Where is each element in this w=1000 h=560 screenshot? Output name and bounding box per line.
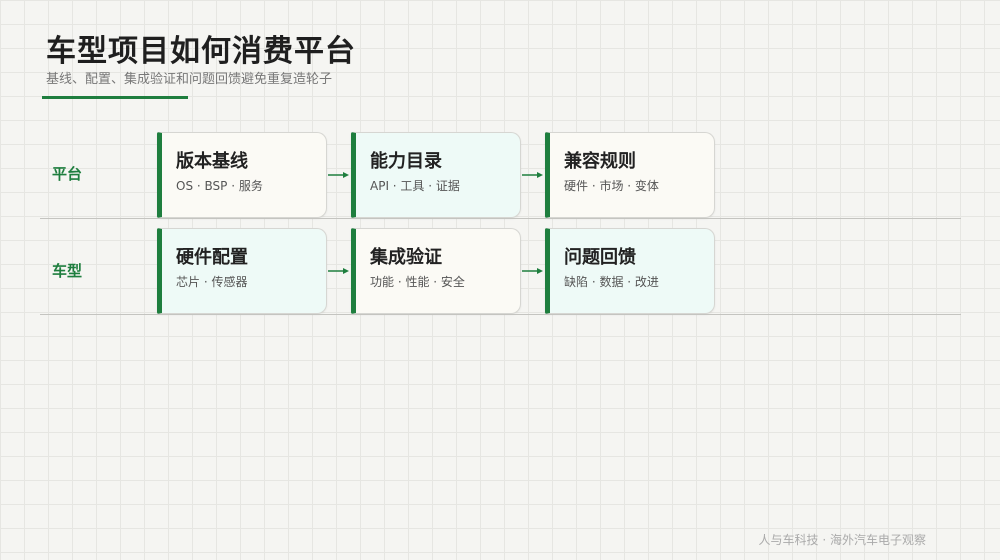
row-divider — [40, 218, 961, 219]
card-subtitle: 缺陷 · 数据 · 改进 — [564, 275, 659, 289]
card-version-baseline: 版本基线 OS · BSP · 服务 — [157, 132, 327, 218]
card-integration-validation: 集成验证 功能 · 性能 · 安全 — [351, 228, 521, 314]
arrow-right-icon — [328, 268, 349, 274]
page-subtitle: 基线、配置、集成验证和问题回馈避免重复造轮子 — [46, 72, 333, 87]
title-accent-line — [42, 96, 188, 99]
card-subtitle: OS · BSP · 服务 — [176, 179, 263, 193]
card-subtitle: 硬件 · 市场 · 变体 — [564, 179, 659, 193]
card-title: 版本基线 — [176, 151, 248, 172]
card-title: 集成验证 — [370, 247, 442, 268]
card-title: 兼容规则 — [564, 151, 636, 172]
card-subtitle: API · 工具 · 证据 — [370, 179, 460, 193]
row-label-vehicle: 车型 — [52, 262, 83, 280]
card-subtitle: 芯片 · 传感器 — [176, 275, 248, 289]
card-compatibility-rules: 兼容规则 硬件 · 市场 · 变体 — [545, 132, 715, 218]
arrow-right-icon — [328, 172, 349, 178]
card-title: 问题回馈 — [564, 247, 636, 268]
card-title: 硬件配置 — [176, 247, 248, 268]
arrow-right-icon — [522, 172, 543, 178]
card-title: 能力目录 — [370, 151, 442, 172]
page-title: 车型项目如何消费平台 — [46, 34, 356, 69]
row-label-platform: 平台 — [52, 165, 83, 183]
arrow-right-icon — [522, 268, 543, 274]
card-subtitle: 功能 · 性能 · 安全 — [370, 275, 465, 289]
footer-credit: 人与车科技 · 海外汽车电子观察 — [758, 533, 926, 547]
card-issue-feedback: 问题回馈 缺陷 · 数据 · 改进 — [545, 228, 715, 314]
card-hardware-config: 硬件配置 芯片 · 传感器 — [157, 228, 327, 314]
card-capability-catalog: 能力目录 API · 工具 · 证据 — [351, 132, 521, 218]
row-divider — [40, 314, 961, 315]
